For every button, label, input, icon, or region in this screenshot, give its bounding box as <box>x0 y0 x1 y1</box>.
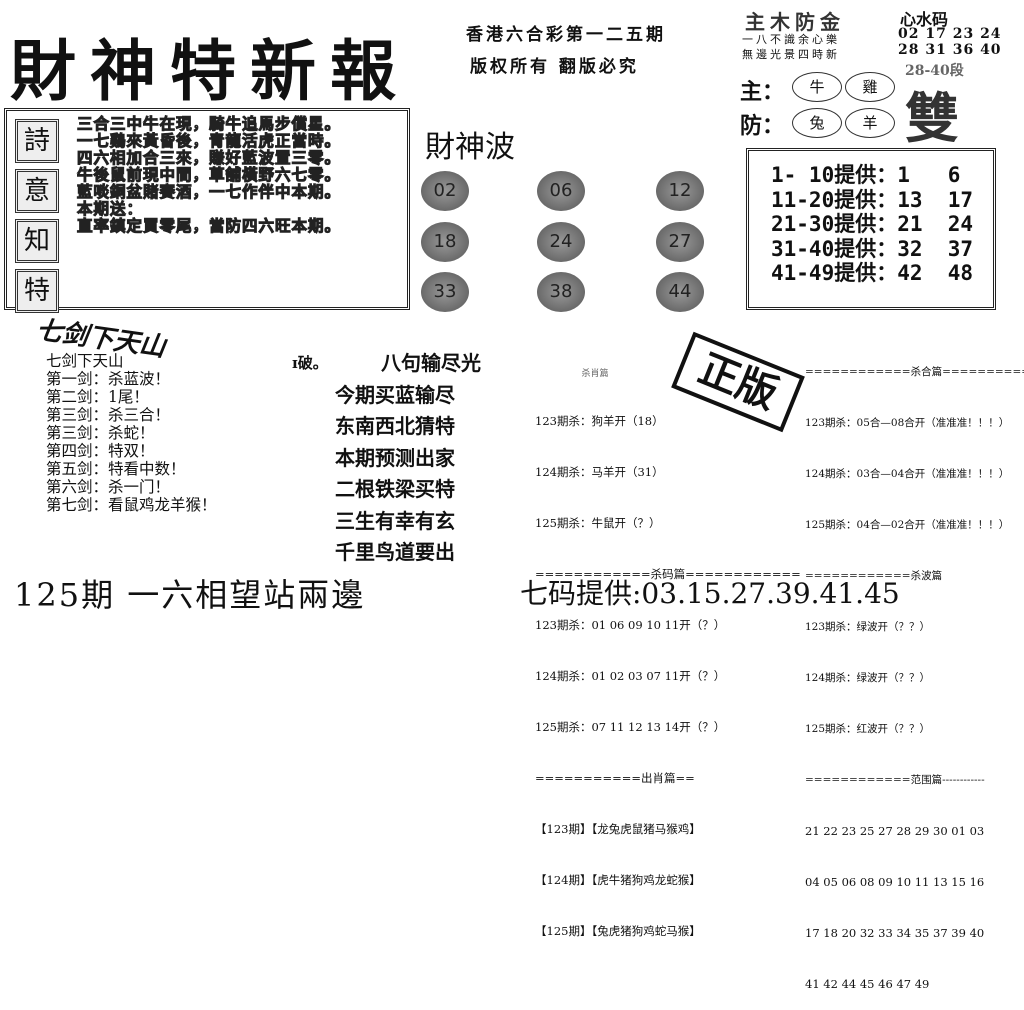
couplet: 一八不識余心樂 無邊光景四時新 <box>742 32 840 62</box>
poem-icon-zhi: 知 <box>15 219 59 263</box>
number-ball: 24 <box>537 222 585 262</box>
kill-he-header: ============杀合篇============ <box>805 366 1024 378</box>
poem-icon-yi: 意 <box>15 169 59 213</box>
wave-row: 124期杀：绿波开（？？） <box>805 672 931 684</box>
poem-line: 四六相加合三來，賺好藍波置三零。 <box>76 148 342 167</box>
double-glyph: 雙 <box>905 86 959 150</box>
kill-row: 123期杀：01 06 09 10 11开（？） <box>535 618 726 632</box>
provide-row: 1- 10提供：1 6 <box>771 163 961 187</box>
poem-icon-te: 特 <box>15 269 59 313</box>
right-column: ============杀合篇============ 123期杀：05合—08… <box>805 330 1024 1010</box>
number-ball: 33 <box>421 272 469 312</box>
middle-fragment: ɪ破。 <box>292 354 328 372</box>
range-row: 21 22 23 25 27 28 29 30 01 03 <box>805 824 985 838</box>
kill-wave-header: ============杀波篇 <box>805 570 943 582</box>
verse-line: 今期买蓝输尽 <box>335 382 455 407</box>
verse-line: 东南西北猜特 <box>335 414 455 438</box>
number-ball: 44 <box>656 272 704 312</box>
xinshui-numbers: 02 17 23 24 28 31 36 40 <box>898 26 1002 58</box>
kill-row: 124期杀：马羊开（31） <box>535 465 664 479</box>
poem-box: 詩 意 知 特 三合三中牛在現，騎牛追馬步償星。 一七鷄來黃昏後，青龍活虎正當時… <box>4 108 410 313</box>
verse-line: 千里鸟道要出 <box>335 540 455 564</box>
wave-title: 財神波 <box>425 130 515 165</box>
provide-box: 1- 10提供：1 6 11-20提供：13 17 21-30提供：21 24 … <box>746 148 996 310</box>
sword-line: 第三剑：杀三合！ <box>46 406 171 424</box>
kill-zodiac-header: 杀肖篇 <box>581 369 609 379</box>
couplet-line: 無邊光景四時新 <box>742 48 840 61</box>
number-ball: 06 <box>537 171 585 211</box>
main-wood-heading: 主木防金 <box>745 10 845 34</box>
seven-codes: 七码提供:03.15.27.39.41.45 <box>520 577 900 610</box>
he-row: 123期杀：05合—08合开（准准准！！！） <box>805 417 1010 429</box>
rooster-icon: 雞 <box>845 72 895 102</box>
sword-line: 第七剑：看鼠鸡龙羊猴！ <box>46 496 217 514</box>
poem-icon-shi: 詩 <box>15 119 59 163</box>
number-ball: 27 <box>656 222 704 262</box>
range-row: 17 18 20 32 33 34 35 37 39 40 <box>805 926 985 940</box>
number-ball: 38 <box>537 272 585 312</box>
number-ball: 12 <box>656 171 704 211</box>
rabbit-icon: 兔 <box>792 108 842 138</box>
kill-row: 123期杀：狗羊开（18） <box>535 414 664 428</box>
out-row: 【123期】【龙兔虎鼠猪马猴鸡】 <box>535 822 701 836</box>
sword-line: 第二剑：1尾！ <box>46 388 149 406</box>
wave-row: 123期杀：绿波开（？？） <box>805 621 931 633</box>
kill-row: 125期杀：牛鼠开（？） <box>535 516 661 530</box>
kill-code-header: ============杀码篇============ <box>535 567 801 581</box>
xinshui-title: 心水码 <box>900 10 949 29</box>
main-label: 主： <box>740 79 785 105</box>
wave-row: 125期杀：红波开（？？） <box>805 723 931 735</box>
verse-line: 本期预测出家 <box>335 445 455 470</box>
issue-header: 香港六合彩第一二五期 <box>466 25 666 45</box>
poem-line: 一七鷄來黃昏後，青龍活虎正當時。 <box>76 131 342 150</box>
sword-line: 第一剑：杀蓝波！ <box>46 370 171 388</box>
sword-line: 第五剑：特看中数！ <box>46 460 186 478</box>
segment-label: 28-40段 <box>905 63 964 79</box>
number-ball: 18 <box>421 222 469 262</box>
goat-icon: 羊 <box>845 108 895 138</box>
out-zodiac-header: ===========出肖篇== <box>535 771 695 785</box>
poem-text: 三合三中牛在現，騎牛追馬步償星。 一七鷄來黃昏後，青龍活虎正當時。 四六相加合三… <box>76 114 342 235</box>
range-header: ============范围篇------------ <box>805 774 985 786</box>
ox-icon: 牛 <box>792 72 842 102</box>
number-ball: 02 <box>421 171 469 211</box>
poem-line: 三合三中牛在現，騎牛追馬步償星。 <box>76 114 342 133</box>
verse-line: 二根铁梁买特 <box>335 477 455 501</box>
sword-line: 第六剑：杀一门！ <box>46 478 171 496</box>
range-row: 04 05 06 08 09 10 11 13 15 16 <box>805 875 985 889</box>
poem-line: 藍啖銅盆賭賽酒，一七作伴中本期。 <box>76 182 342 201</box>
swords-list: 七剑下天山 第一剑：杀蓝波！ 第二剑：1尾！ 第三剑：杀三合！ 第三剑：杀蛇！ … <box>46 352 217 514</box>
guard-label: 防： <box>740 113 785 139</box>
out-row: 【125期】【兔虎猪狗鸡蛇马猴】 <box>535 924 701 938</box>
newspaper-title: 財神特新報 <box>10 32 410 110</box>
he-row: 124期杀：03合—04合开（准准准！！！） <box>805 468 1010 480</box>
range-row: 41 42 44 45 46 47 49 <box>805 977 930 991</box>
xinshui-row: 02 17 23 24 <box>898 26 1002 42</box>
poem-line: 牛後鼠前現中間，草舖橫野六七零。 <box>76 165 342 184</box>
poem-line: 直率鎮定買零尾，當防四六旺本期。 <box>76 216 342 235</box>
verse-line: 八句输尽光 <box>381 351 481 375</box>
xinshui-row: 28 31 36 40 <box>898 42 1002 58</box>
out-row: 【124期】【虎牛猪狗鸡龙蛇猴】 <box>535 873 701 887</box>
provide-row: 31-40提供：32 37 <box>771 236 974 261</box>
couplet-line: 一八不識余心樂 <box>742 33 840 46</box>
verse-line: 三生有幸有玄 <box>335 508 455 533</box>
he-row: 125期杀：04合—02合开（准准准！！！） <box>805 519 1010 531</box>
copyright-notice: 版权所有 翻版必究 <box>470 57 639 77</box>
kill-row: 125期杀：07 11 12 13 14开（？） <box>535 720 726 734</box>
bottom-slogan: 125期 一六相望站兩邊 <box>14 576 366 614</box>
kill-row: 124期杀：01 02 03 07 11开（？） <box>535 669 726 683</box>
provide-row: 41-49提供：42 48 <box>771 261 974 285</box>
poem-line: 本期送： <box>76 199 144 218</box>
swords-title: 七剑下天山 <box>46 352 124 370</box>
kill-column: 杀肖篇 123期杀：狗羊开（18） 124期杀：马羊开（31） 125期杀：牛鼠… <box>535 335 801 957</box>
sword-line: 第四剑：特双！ <box>46 442 155 460</box>
provide-row: 11-20提供：13 17 <box>771 187 974 212</box>
middle-verses: 八句输尽光 今期买蓝输尽 东南西北猜特 本期预测出家 二根铁梁买特 三生有幸有玄… <box>335 348 520 569</box>
sword-line: 第三剑：杀蛇！ <box>46 424 155 442</box>
provide-row: 21-30提供：21 24 <box>771 212 974 236</box>
